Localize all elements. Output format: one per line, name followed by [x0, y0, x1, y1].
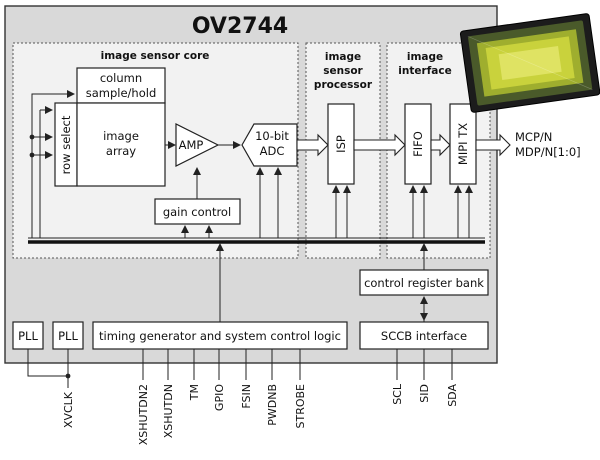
section-label-core: image sensor core	[101, 50, 210, 62]
junction-dot-1	[29, 134, 35, 140]
pll-label-1: PLL	[18, 329, 38, 343]
pll-label-2: PLL	[58, 329, 78, 343]
column-label-2: sample/hold	[86, 86, 157, 100]
row-select-label: row select	[59, 115, 73, 174]
output-label-1: MCP/N	[515, 130, 552, 144]
pin-label-scl: SCL	[391, 383, 404, 405]
data-arrow-fifo-mipi	[430, 133, 451, 157]
pin-label-xshutdn2: XSHUTDN2	[137, 384, 150, 445]
wire-pll-link	[27, 349, 69, 377]
section-label-interface-1: image	[407, 51, 443, 63]
pin-label-strobe: STROBE	[294, 384, 307, 429]
junction-dot-2	[29, 152, 35, 158]
image-array-label-1: image	[103, 129, 139, 143]
section-label-processor-3: processor	[314, 79, 373, 91]
sccb-interface-label: SCCB interface	[381, 329, 467, 343]
control-register-bank-label: control register bank	[364, 276, 484, 290]
pin-label-pwdnb: PWDNB	[266, 384, 279, 426]
pll-block-2	[52, 321, 84, 350]
section-label-processor-1: image	[325, 51, 361, 63]
gain-control-block	[154, 198, 241, 225]
adc-label-1: 10-bit	[255, 129, 289, 143]
mipi-tx-label: MIPI TX	[456, 123, 470, 165]
pin-label-gpio: GPIO	[213, 384, 226, 411]
adc-label-2: ADC	[260, 144, 285, 158]
isp-label: ISP	[334, 135, 348, 153]
pin-label-fsin: FSIN	[240, 384, 253, 409]
timing-generator-block	[92, 321, 348, 350]
output-label-2: MDP/N[1:0]	[515, 145, 581, 159]
column-label-1: column	[100, 71, 142, 85]
wire-column-control	[31, 90, 75, 238]
pin-label-xshutdn: XSHUTDN	[162, 384, 175, 438]
pin-label-xvclk: XVCLK	[62, 391, 75, 428]
control-register-bank-block	[359, 269, 489, 296]
fifo-label: FIFO	[411, 131, 425, 157]
data-arrow-isp-fifo	[353, 133, 406, 157]
image-array-label-2: array	[106, 144, 136, 158]
section-label-processor-2: sensor	[323, 65, 363, 77]
gain-control-label: gain control	[163, 205, 231, 219]
pll-block-1	[12, 321, 44, 350]
isp-block	[327, 103, 355, 185]
chip-title: OV2744	[192, 14, 288, 39]
section-label-interface-2: interface	[398, 65, 451, 77]
pin-label-tm: TM	[188, 384, 201, 401]
image-sensor-chip-photo	[459, 13, 600, 113]
data-arrow-mipi-out	[475, 133, 511, 157]
amp-label: AMP	[179, 138, 204, 152]
data-arrow-adc-isp	[296, 133, 329, 157]
pin-label-sid: SID	[418, 384, 431, 403]
image-array-block	[76, 102, 166, 187]
mipi-tx-block	[449, 103, 477, 185]
amp-triangle	[175, 123, 220, 167]
timing-generator-label: timing generator and system control logi…	[99, 329, 341, 343]
pin-label-sda: SDA	[446, 384, 459, 407]
